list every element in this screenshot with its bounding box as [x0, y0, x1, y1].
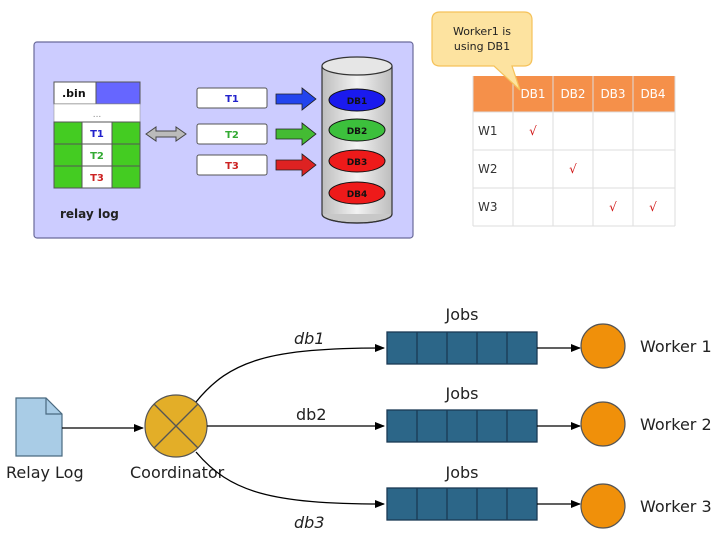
table-cell: √: [609, 200, 617, 214]
table-row-label-w2: W2: [478, 162, 498, 176]
db3-label: DB3: [347, 158, 368, 168]
coordinator-node: [144, 394, 208, 458]
edge-label-db3: db3: [294, 513, 325, 532]
edge-db3: [195, 451, 385, 508]
table-cell: √: [569, 162, 577, 176]
db4-label: DB4: [347, 190, 368, 200]
database-cylinder: DB1 DB2 DB3 DB4: [321, 56, 393, 224]
blue-arrow-icon: [275, 87, 317, 111]
table-cell: √: [649, 200, 657, 214]
file-icon: [15, 397, 63, 457]
trx-box-2: [196, 123, 268, 145]
table-row-label-w3: W3: [478, 200, 498, 214]
trx-label-2: T2: [225, 130, 239, 141]
trx-label-1: T1: [225, 94, 239, 105]
flow-diagram: Relay Log Coordinator db1 db2 db3 Jobs W…: [6, 305, 712, 532]
edge-db1: [195, 344, 385, 403]
double-arrow-icon: [145, 126, 187, 142]
dots-label: ...: [93, 110, 102, 120]
relay-panel: .bin ... T1 T2 T3 relay log T1 T2 T3: [33, 41, 414, 239]
worker-label-1: Worker 1: [640, 337, 712, 356]
relay-log-label: Relay Log: [6, 463, 84, 482]
edge-label-db1: db1: [294, 329, 325, 348]
db1-disk: [328, 88, 386, 112]
db3-disk: [328, 149, 386, 173]
db4-disk: [328, 181, 386, 205]
relay-t1: T1: [90, 129, 104, 140]
table-cell: √: [529, 124, 537, 138]
worker-label-3: Worker 3: [640, 497, 712, 516]
worker-label-2: Worker 2: [640, 415, 712, 434]
job-queue-3: [386, 487, 538, 521]
green-arrow-icon: [275, 122, 317, 146]
db2-label: DB2: [347, 127, 368, 137]
worker-node-2: [580, 401, 626, 447]
trx-box-1: [196, 87, 268, 109]
trx-box-3: [196, 154, 268, 176]
assignment-table: DB1 DB2 DB3 DB4 W1 √ W2 √: [472, 76, 676, 227]
relay-log-table: .bin ... T1 T2 T3: [53, 81, 141, 189]
relay-t2: T2: [90, 151, 104, 162]
table-col-db1: DB1: [520, 87, 545, 101]
table-header: [473, 76, 675, 112]
table-grid: [472, 76, 676, 227]
relay-t3: T3: [90, 173, 104, 184]
trx-label-3: T3: [225, 161, 239, 172]
table-row-label-w1: W1: [478, 124, 498, 138]
coordinator-label: Coordinator: [130, 463, 225, 482]
jobs-title-3: Jobs: [445, 463, 479, 482]
db1-label: DB1: [347, 97, 368, 107]
db2-disk: [328, 118, 386, 142]
jobs-title-1: Jobs: [445, 305, 479, 324]
worker-node-3: [580, 483, 626, 529]
red-arrow-icon: [275, 153, 317, 177]
job-queue-1: [386, 331, 538, 365]
bin-label: .bin: [62, 87, 86, 100]
callout-line-2: using DB1: [454, 40, 510, 53]
table-col-db4: DB4: [640, 87, 665, 101]
job-queue-2: [386, 409, 538, 443]
callout-line-1: Worker1 is: [453, 25, 511, 38]
jobs-title-2: Jobs: [445, 384, 479, 403]
callout-bubble: Worker1 is using DB1: [431, 11, 533, 91]
edge-label-db2: db2: [296, 405, 327, 424]
table-col-db2: DB2: [560, 87, 585, 101]
worker-node-1: [580, 323, 626, 369]
table-col-db3: DB3: [600, 87, 625, 101]
relay-log-caption: relay log: [60, 207, 119, 221]
